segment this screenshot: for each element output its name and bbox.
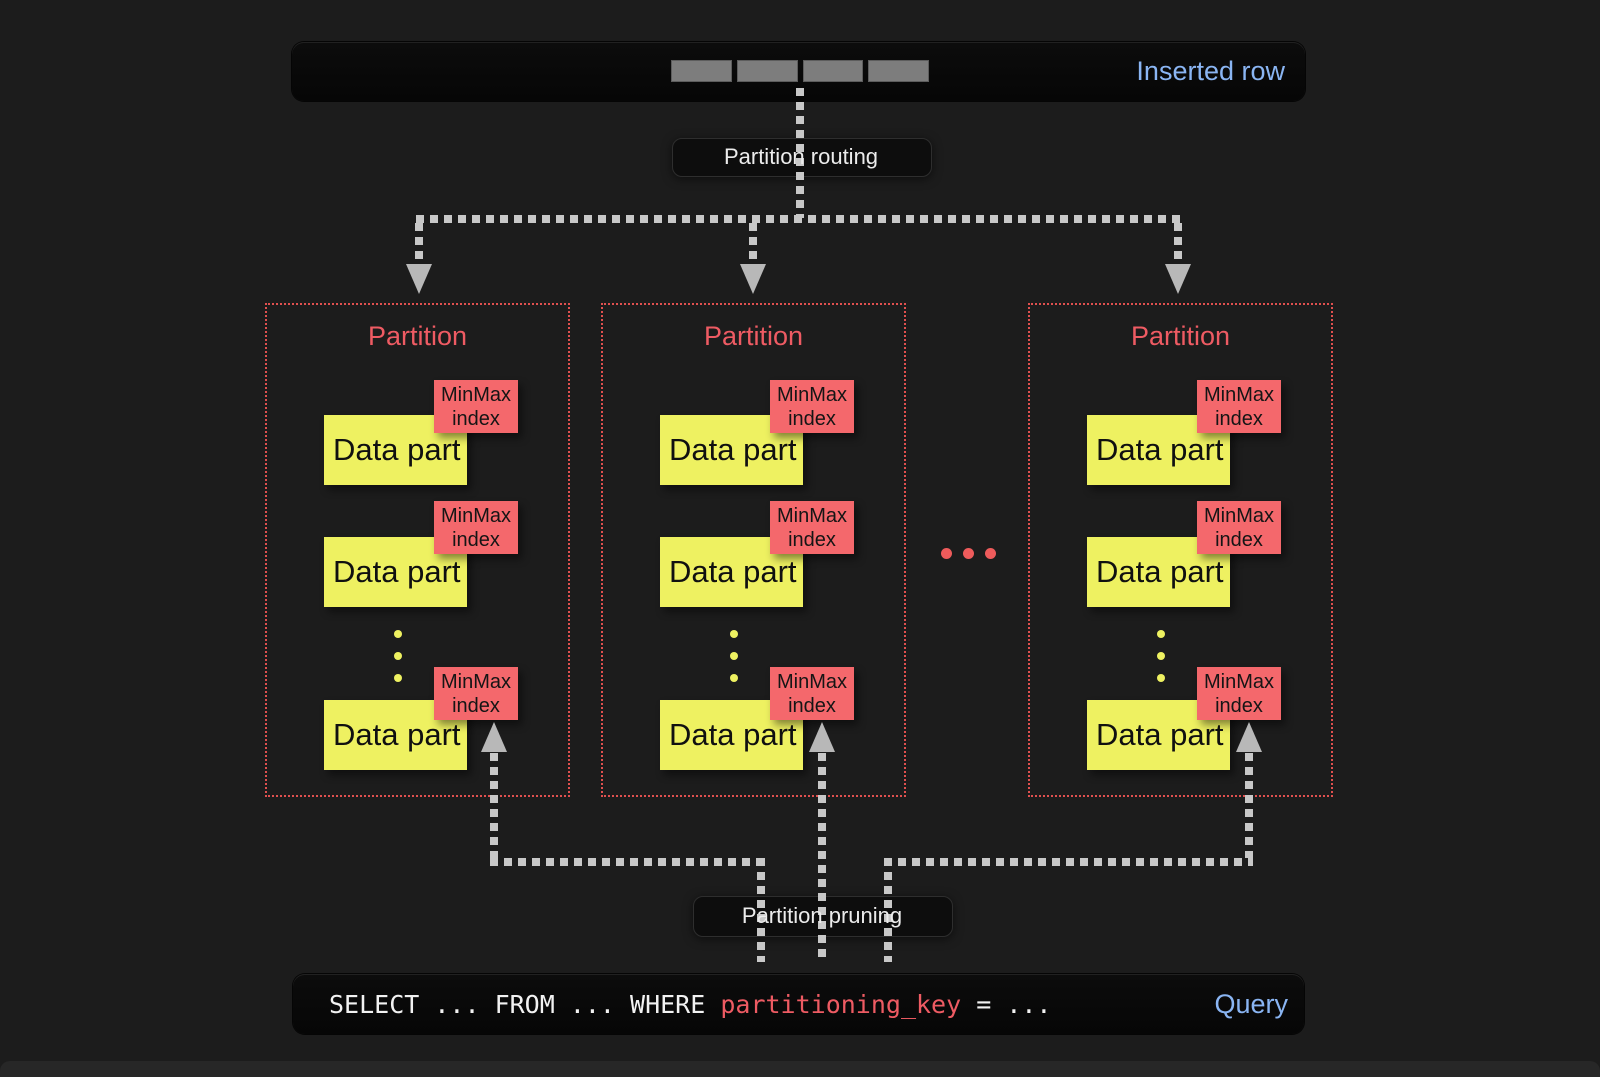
data-part-box: Data part — [1087, 415, 1230, 485]
partition-ellipsis-dot — [963, 548, 974, 559]
partition-box-3: Partition MinMax index Data part MinMax … — [1028, 303, 1333, 797]
minmax-line2: index — [788, 528, 836, 551]
minmax-line1: MinMax — [440, 504, 511, 527]
query-code-before: SELECT ... FROM ... WHERE — [329, 989, 721, 1019]
down-arrowhead — [740, 264, 766, 294]
minmax-line2: index — [452, 694, 500, 717]
minmax-line1: MinMax — [776, 670, 847, 693]
minmax-index-box: MinMax index — [434, 380, 518, 433]
data-part-label: Data part — [669, 554, 797, 589]
minmax-line2: index — [788, 407, 836, 430]
data-part-label: Data part — [1096, 432, 1224, 467]
vertical-ellipsis-dot — [1157, 674, 1165, 682]
vertical-ellipsis-dot — [1157, 630, 1165, 638]
minmax-line1: MinMax — [440, 383, 511, 406]
data-part-label: Data part — [333, 432, 461, 467]
row-segment-cell — [868, 60, 929, 82]
data-part-label: Data part — [669, 717, 797, 752]
minmax-line2: index — [1215, 694, 1263, 717]
pruning-line-middle — [818, 753, 826, 962]
data-part-label: Data part — [669, 432, 797, 467]
query-partitioning-key: partitioning_key — [720, 989, 962, 1019]
pruning-line-left — [490, 753, 498, 858]
data-part-label: Data part — [333, 554, 461, 589]
minmax-index-box: MinMax index — [1197, 501, 1281, 554]
minmax-index-box: MinMax index — [770, 380, 854, 433]
pruning-line-left-elbow — [757, 858, 765, 962]
down-arrowhead — [406, 264, 432, 294]
vertical-ellipsis-dot — [730, 674, 738, 682]
row-segment-cell — [736, 60, 798, 82]
pruning-line-right — [1245, 753, 1253, 858]
up-arrowhead — [1236, 722, 1262, 752]
partition-title: Partition — [703, 321, 804, 351]
routing-drop-line — [749, 223, 757, 263]
partition-title: Partition — [1130, 321, 1231, 351]
pruning-line-right-horizontal — [884, 858, 1253, 866]
routing-distributor-line — [416, 215, 1180, 223]
minmax-line1: MinMax — [776, 504, 847, 527]
data-part-label: Data part — [1096, 717, 1224, 752]
down-arrowhead — [1165, 264, 1191, 294]
partition-box-1: Partition MinMax index Data part MinMax … — [265, 303, 570, 797]
minmax-index-box: MinMax index — [770, 501, 854, 554]
vertical-ellipsis-dot — [394, 674, 402, 682]
minmax-line2: index — [452, 407, 500, 430]
query-code-after: = ... — [961, 989, 1052, 1019]
routing-feed-line — [796, 88, 804, 218]
minmax-index-box: MinMax index — [434, 667, 518, 720]
minmax-line1: MinMax — [1203, 670, 1274, 693]
minmax-line2: index — [452, 528, 500, 551]
vertical-ellipsis-dot — [730, 630, 738, 638]
row-segment-cell — [671, 60, 732, 82]
minmax-line2: index — [1215, 528, 1263, 551]
minmax-index-box: MinMax index — [770, 667, 854, 720]
data-part-label: Data part — [333, 717, 461, 752]
partition-ellipsis-dot — [985, 548, 996, 559]
bottom-edge-strip — [0, 1061, 1600, 1077]
routing-drop-line — [1174, 223, 1182, 263]
pruning-line-left-horizontal — [490, 858, 765, 866]
routing-drop-line — [415, 223, 423, 263]
minmax-line1: MinMax — [440, 670, 511, 693]
minmax-line2: index — [1215, 407, 1263, 430]
minmax-line1: MinMax — [776, 383, 847, 406]
data-part-label: Data part — [1096, 554, 1224, 589]
vertical-ellipsis-dot — [394, 652, 402, 660]
up-arrowhead — [481, 722, 507, 752]
vertical-ellipsis-dot — [1157, 652, 1165, 660]
minmax-line1: MinMax — [1203, 383, 1274, 406]
data-part-box: Data part — [1087, 537, 1230, 607]
partition-title: Partition — [367, 321, 468, 351]
minmax-line2: index — [788, 694, 836, 717]
inserted-row-segments — [671, 60, 929, 82]
vertical-ellipsis-dot — [730, 652, 738, 660]
partition-ellipsis-dot — [941, 548, 952, 559]
partition-pruning-label: Partition pruning — [741, 902, 903, 928]
inserted-row-label: Inserted row — [1136, 56, 1285, 86]
minmax-index-box: MinMax index — [1197, 667, 1281, 720]
pruning-line-right-elbow — [884, 858, 892, 962]
up-arrowhead — [809, 722, 835, 752]
query-code: SELECT ... FROM ... WHERE partitioning_k… — [329, 974, 1051, 1034]
minmax-line1: MinMax — [1203, 504, 1274, 527]
partition-routing-label: Partition routing — [723, 143, 879, 169]
minmax-index-box: MinMax index — [434, 501, 518, 554]
query-label: Query — [1214, 988, 1288, 1019]
row-segment-cell — [802, 60, 864, 82]
query-bar: SELECT ... FROM ... WHERE partitioning_k… — [293, 974, 1304, 1034]
partition-box-2: Partition MinMax index Data part MinMax … — [601, 303, 906, 797]
vertical-ellipsis-dot — [394, 630, 402, 638]
minmax-index-box: MinMax index — [1197, 380, 1281, 433]
